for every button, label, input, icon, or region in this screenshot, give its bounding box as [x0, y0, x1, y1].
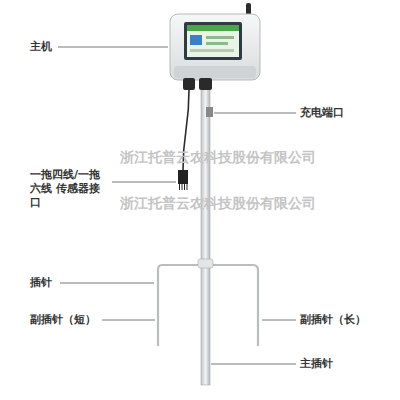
- part-label: 主机: [30, 40, 52, 54]
- screen-icon: [190, 35, 202, 45]
- part-label: 副插针（长）: [300, 313, 366, 327]
- host-base: [174, 66, 256, 78]
- watermark: 浙江托普云农科技股份有限公司: [120, 196, 316, 210]
- pin-hub: [198, 259, 213, 268]
- screen-bar: [187, 25, 239, 31]
- part-label: 主插针: [300, 357, 333, 371]
- charging-port: [206, 107, 213, 117]
- cable-gland: [183, 78, 195, 90]
- part-label: 一拖四线/一拖六线 传感器接口: [30, 168, 108, 210]
- watermark: 浙江托普云农科技股份有限公司: [120, 150, 316, 164]
- part-label: 充电端口: [300, 106, 344, 120]
- part-label: 副插针（短）: [30, 313, 96, 327]
- host-screen-frame: [184, 22, 242, 60]
- connector-pins: [180, 184, 188, 190]
- screen-line: [206, 36, 234, 39]
- sensor-connector: [178, 170, 188, 184]
- host-screen: [187, 25, 239, 57]
- part-label: 插针: [30, 276, 52, 290]
- main-pin: [201, 88, 210, 385]
- cable-gland: [199, 78, 212, 90]
- host-body: [170, 14, 260, 80]
- sub-pins: [158, 265, 258, 346]
- screen-line: [190, 49, 234, 52]
- screen-line: [206, 42, 228, 45]
